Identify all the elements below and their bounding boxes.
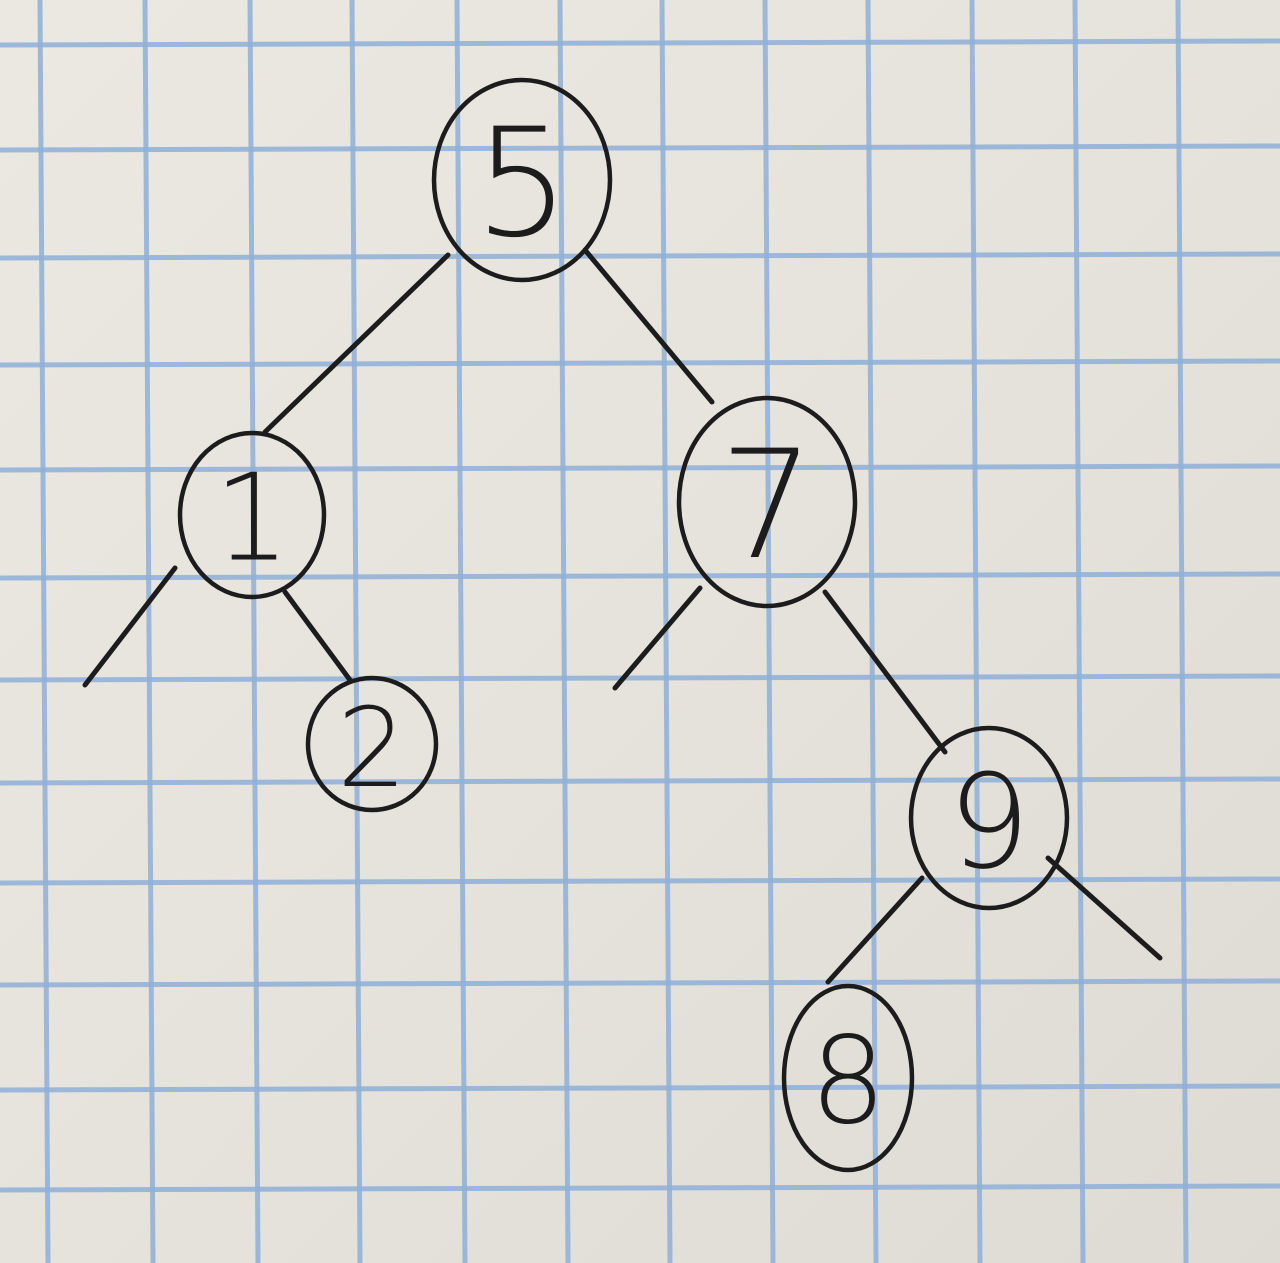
tree-node-1: 1 bbox=[177, 430, 327, 600]
node-label: 8 bbox=[810, 1013, 886, 1152]
node-circle bbox=[305, 675, 439, 813]
tree-nodes: 5 1 7 2 98 bbox=[177, 77, 1070, 1173]
grid-line-vertical bbox=[762, 0, 776, 1263]
grid-line-horizontal bbox=[0, 143, 1280, 153]
grid-line-horizontal bbox=[0, 978, 1280, 988]
grid-line-horizontal bbox=[0, 251, 1280, 261]
grid-line-vertical bbox=[969, 0, 983, 1263]
tree-node-5: 5 bbox=[431, 77, 613, 283]
grid-line-vertical bbox=[1175, 0, 1189, 1263]
edge-n9-n8 bbox=[825, 875, 925, 985]
grid-line-horizontal bbox=[0, 776, 1280, 786]
grid-line-vertical bbox=[557, 0, 571, 1263]
grid-line-vertical bbox=[1072, 0, 1086, 1263]
null-child-edge bbox=[82, 565, 178, 688]
node-circle bbox=[177, 430, 327, 600]
node-circle bbox=[431, 77, 613, 283]
tree-node-2: 2 bbox=[305, 675, 439, 813]
null-child-edge bbox=[1045, 855, 1163, 961]
node-label: 2 bbox=[337, 684, 407, 812]
grid-line-vertical bbox=[247, 0, 261, 1263]
edge-n1-n2 bbox=[282, 589, 353, 683]
tree-node-8: 8 bbox=[781, 983, 915, 1173]
grid-line-vertical bbox=[349, 0, 363, 1263]
tree-node-7: 7 bbox=[676, 395, 858, 609]
tree-node-9: 9 bbox=[908, 725, 1070, 911]
grid-line-horizontal bbox=[0, 358, 1280, 368]
grid-line-vertical bbox=[865, 0, 879, 1263]
node-label: 9 bbox=[948, 746, 1031, 898]
grid-line-horizontal bbox=[0, 1083, 1280, 1093]
node-label: 1 bbox=[214, 450, 290, 589]
grid-line-horizontal bbox=[0, 38, 1280, 48]
grid-line-horizontal bbox=[0, 1183, 1280, 1193]
grid-line-horizontal bbox=[0, 463, 1280, 473]
node-circle bbox=[908, 725, 1070, 911]
edge-n7-n9 bbox=[822, 589, 948, 755]
grid-line-horizontal bbox=[0, 673, 1280, 683]
grid-line-horizontal bbox=[0, 571, 1280, 581]
grid-line-vertical bbox=[454, 0, 468, 1263]
grid-line-vertical bbox=[142, 0, 156, 1263]
node-label: 5 bbox=[474, 97, 569, 271]
edge-n5-n1 bbox=[262, 252, 451, 435]
grid-line-horizontal bbox=[0, 876, 1280, 886]
null-child-edge bbox=[612, 585, 703, 691]
edge-n5-n7 bbox=[582, 247, 715, 405]
node-circle bbox=[676, 395, 858, 609]
grid-line-vertical bbox=[37, 0, 51, 1263]
tree-edges bbox=[82, 247, 1163, 985]
node-circle bbox=[781, 983, 915, 1173]
node-label: 7 bbox=[719, 419, 814, 593]
